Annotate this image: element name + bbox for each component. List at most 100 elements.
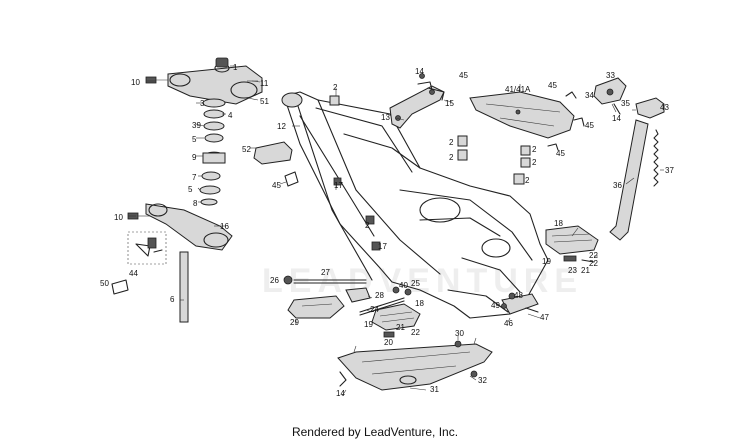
callout-27: 27 (321, 268, 330, 277)
main-frame (281, 91, 549, 319)
callout-37: 37 (665, 166, 674, 175)
steering-stem (179, 251, 189, 323)
callout-49: 49 (491, 301, 500, 310)
rod-24 (359, 297, 405, 316)
callout-14-right: 14 (612, 114, 621, 123)
block-28 (345, 287, 371, 303)
clip (111, 279, 129, 295)
callout-8: 8 (193, 199, 198, 208)
callout-22-right-a: 22 (589, 251, 598, 260)
callout-48: 48 (514, 291, 523, 300)
bracket-14-15 (417, 73, 445, 101)
rear-subframe-41 (469, 91, 575, 139)
callout-22-left: 22 (411, 328, 420, 337)
callout-4: 4 (228, 111, 233, 120)
callout-2-mid: 2 (365, 221, 370, 230)
callout-45-far: 45 (585, 121, 594, 130)
callout-28: 28 (375, 291, 384, 300)
lower-triple-clamp (127, 203, 233, 251)
callout-16: 16 (220, 222, 229, 231)
callout-25: 25 (411, 279, 420, 288)
callout-44: 44 (129, 269, 138, 278)
callout-2-d: 2 (532, 158, 537, 167)
callout-24: 24 (370, 305, 379, 314)
callout-6: 6 (170, 295, 175, 304)
callout-15: 15 (445, 99, 454, 108)
fork-lock-kit (127, 231, 167, 265)
callout-50: 50 (100, 279, 109, 288)
callout-43: 43 (660, 103, 669, 112)
callout-2-a: 2 (449, 138, 454, 147)
callout-46: 46 (504, 319, 513, 328)
callout-51: 51 (260, 97, 269, 106)
callout-39: 39 (192, 121, 201, 130)
callout-7: 7 (192, 173, 197, 182)
side-stand-36 (609, 119, 649, 241)
callout-3: 3 (200, 99, 205, 108)
callout-33: 33 (606, 71, 615, 80)
callout-21-left: 21 (396, 323, 405, 332)
callout-52: 52 (242, 145, 251, 154)
brake-parts-46-49 (501, 292, 539, 315)
callout-2-top: 2 (333, 83, 338, 92)
footpeg-right-18 (545, 225, 599, 263)
callout-labels: 1 11 10 51 3 4 39 5 9 7 5 8 10 16 44 50 … (100, 63, 674, 398)
leader-lines (128, 65, 664, 397)
spring-37 (653, 129, 659, 187)
callout-31: 31 (430, 385, 439, 394)
rod-26-27 (283, 275, 367, 285)
callout-20: 20 (384, 338, 393, 347)
callout-11: 11 (260, 79, 269, 88)
callout-21-right: 21 (581, 266, 590, 275)
callout-26: 26 (270, 276, 279, 285)
callout-23: 23 (568, 266, 577, 275)
callout-19-left: 19 (364, 320, 373, 329)
clip-45-left (284, 171, 299, 187)
callout-30: 30 (455, 329, 464, 338)
chain-guard-29 (287, 295, 345, 319)
footer-credit: Rendered by LeadVenture, Inc. (291, 425, 459, 439)
bracket-52 (253, 141, 293, 165)
callout-45-top: 45 (459, 71, 468, 80)
engine-mount-13 (389, 85, 445, 129)
callout-45-right: 45 (548, 81, 557, 90)
callout-29: 29 (290, 318, 299, 327)
callout-12: 12 (277, 122, 286, 131)
callout-45-mid: 45 (556, 149, 565, 158)
callout-14-top: 14 (415, 67, 424, 76)
callout-19-right: 19 (542, 257, 551, 266)
skid-plate-31 (337, 337, 493, 391)
steering-bearings-stack (199, 98, 226, 206)
callout-9: 9 (192, 153, 197, 162)
callout-35: 35 (621, 99, 630, 108)
callout-36: 36 (613, 181, 622, 190)
callout-45-left: 45 (272, 181, 281, 190)
callout-5-upper: 5 (192, 135, 197, 144)
callout-2-e: 2 (525, 176, 530, 185)
side-stand-arm-43 (635, 97, 665, 119)
callout-13: 13 (381, 113, 390, 122)
callout-17-upper: 17 (334, 181, 343, 190)
callout-1: 1 (233, 63, 238, 72)
callout-5-lower: 5 (188, 185, 193, 194)
callout-41-41a: 41/41A (505, 85, 531, 94)
callout-22-right-b: 22 (589, 259, 598, 268)
callout-47: 47 (540, 313, 549, 322)
clip-45-right (547, 91, 585, 151)
callout-10-lower: 10 (114, 213, 123, 222)
callout-34: 34 (585, 91, 594, 100)
callout-18-left: 18 (415, 299, 424, 308)
watermark: LEADVENTURE (262, 262, 583, 300)
callout-2-c: 2 (532, 145, 537, 154)
upper-triple-clamp (145, 57, 263, 105)
callout-10-top: 10 (131, 78, 140, 87)
callout-40: 40 (399, 281, 408, 290)
callout-2-b: 2 (449, 153, 454, 162)
callout-17-lower: 17 (378, 242, 387, 251)
frame-clips (329, 95, 531, 251)
side-stand-bracket (593, 77, 627, 115)
callout-14-bottom: 14 (336, 389, 345, 398)
callout-32: 32 (478, 376, 487, 385)
footpeg-left-18 (371, 286, 421, 338)
